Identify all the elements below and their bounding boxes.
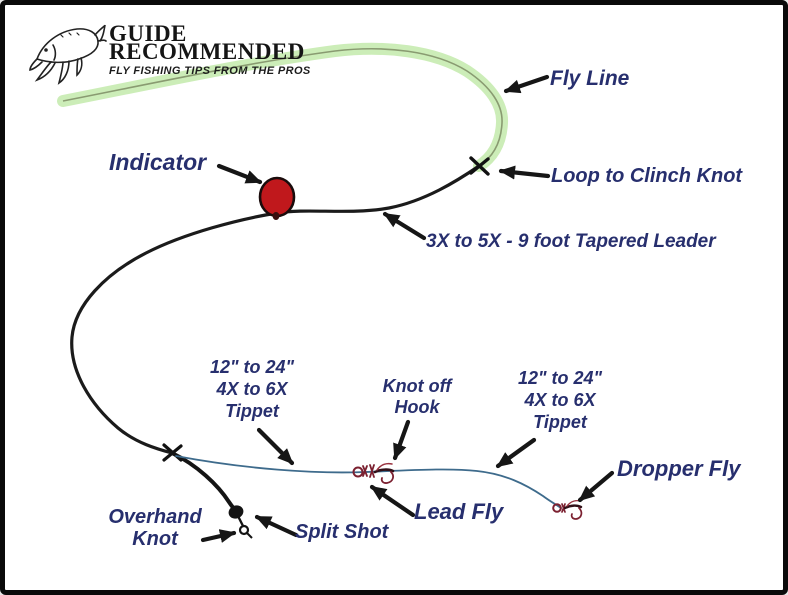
dropper-arrow (577, 470, 615, 503)
leader-arrow (382, 211, 427, 241)
lead-fly-icon (352, 462, 395, 484)
indicator-label: Indicator (109, 149, 207, 175)
brand-title-line2: RECOMMENDED (109, 39, 305, 64)
fish-logo-icon (29, 24, 107, 85)
knot-off-arrow (392, 419, 411, 461)
tapered-leader-label: 3X to 5X - 9 foot Tapered Leader (426, 231, 716, 252)
tippet-right-arrow (495, 437, 537, 469)
indicator-arrow (216, 163, 263, 185)
fly-line-core (62, 47, 503, 167)
knot-off-line1: Knot off (382, 376, 452, 396)
tippet-left-line1: 12" to 24" (209, 357, 295, 377)
tippet-left-label: 12" to 24" 4X to 6X Tippet (190, 356, 314, 422)
split-shot-arrow (254, 514, 299, 538)
dropper-tag-line (170, 451, 239, 515)
rig-diagram (57, 42, 615, 543)
lead-fly-arrow (369, 484, 416, 518)
knot-off-line2: Hook (394, 397, 440, 417)
split-shot-weight (228, 505, 244, 519)
brand-title-line1: GUIDE (109, 21, 187, 46)
tippet-right-line1: 12" to 24" (517, 368, 603, 388)
dropper-fly-icon (552, 499, 583, 520)
tippet-path (175, 455, 562, 509)
overhand-knot-loop (238, 524, 250, 536)
tippet-right-line3: Tippet (533, 412, 587, 432)
overhand-arrow (200, 529, 237, 543)
overhand-knot-label: Overhand Knot (93, 506, 217, 550)
loop-to-clinch-knot-label: Loop to Clinch Knot (551, 165, 743, 187)
indicator-ball (258, 176, 296, 220)
tippet-right-label: 12" to 24" 4X to 6X Tippet (498, 367, 622, 433)
brand-tagline: FLY FISHING TIPS FROM THE PROS (109, 65, 311, 77)
split-shot-label: Split Shot (295, 521, 389, 543)
loop-clinch-arrow (498, 165, 551, 180)
brand-block: GUIDE RECOMMENDED FLY FISHING TIPS FROM … (109, 21, 311, 77)
tippet-left-arrow (256, 427, 295, 466)
overhand-knot-line2: Knot (132, 528, 178, 550)
overhand-knot-line1: Overhand (108, 506, 202, 528)
tippet-left-line3: Tippet (225, 401, 279, 421)
fly-line-label: Fly Line (550, 67, 630, 90)
lead-fly-label: Lead Fly (414, 499, 504, 524)
loop-knot-x-mark (469, 156, 490, 176)
knot-off-hook-label: Knot off Hook (355, 376, 479, 418)
tippet-left-line2: 4X to 6X (216, 379, 288, 399)
dropper-fly-label: Dropper Fly (617, 456, 741, 481)
fly-line-arrow (503, 74, 550, 94)
tippet-right-line2: 4X to 6X (524, 390, 596, 410)
leader-path (70, 164, 481, 455)
overhand-knot-tail (246, 532, 253, 539)
